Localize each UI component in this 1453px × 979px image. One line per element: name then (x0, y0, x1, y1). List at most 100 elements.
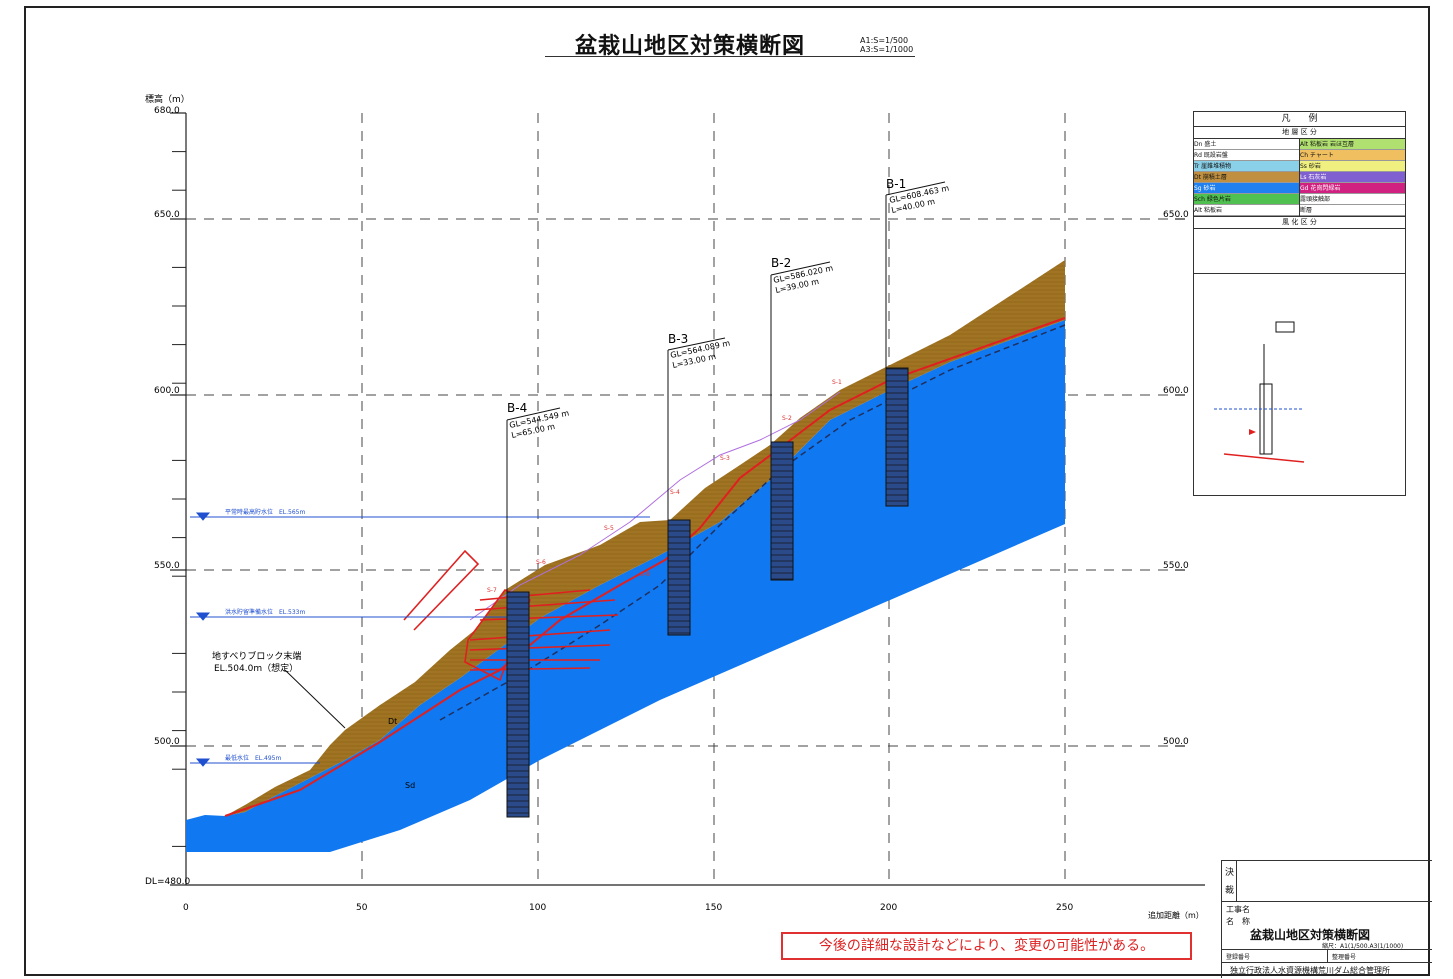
water-marker-565 (195, 512, 211, 521)
anchor-works (403, 549, 619, 682)
anchor-7 (479, 589, 591, 601)
title-block: 決 裁 工事名 名 称 盆栽山地区対策横断図 縮尺：A1(1/500.A3(1/… (1221, 860, 1432, 978)
water-label-565: 平常時最高貯水位 EL.565m (225, 508, 305, 516)
scale-note-a3: A3:S=1/1000 (860, 45, 914, 54)
legend-row-left-0: Dn 盛土 (1194, 139, 1299, 150)
legend-row-left-4: Sg 砂岩 (1194, 183, 1299, 194)
x-axis-label: 追加距離（m） (1148, 910, 1204, 920)
legend-row-left-6: Alt 粘板岩 (1194, 205, 1299, 216)
bedrock-layer (186, 320, 1065, 852)
legend-row-left-1: Rd 既設岩盤 (1194, 150, 1299, 161)
scale-note: A1:S=1/500 A3:S=1/1000 (860, 36, 913, 54)
borehole-name-b2: B-2 (771, 256, 791, 270)
anchor-bracket (403, 549, 480, 631)
anchor-1 (469, 629, 611, 641)
legend-symbol-diagram (1214, 321, 1305, 463)
x-tick-label-150: 150 (705, 903, 722, 913)
legend-row-left-3: Dt 崩積土層 (1194, 172, 1299, 183)
tb-seiri-label: 整理番号 (1332, 954, 1357, 961)
water-marker-495 (195, 758, 211, 767)
tb-tozuban-label: 登録番号 (1226, 954, 1251, 961)
minor-ticks (172, 151, 186, 847)
y-tick-right-label-500: 500.0 (1163, 737, 1189, 747)
slip-label-s7: S-7 (487, 587, 497, 594)
x-tick-label-200: 200 (880, 903, 897, 913)
borehole-name-b3: B-3 (668, 332, 688, 346)
borehole-name-b4: B-4 (507, 401, 527, 415)
tb-ketsu: 決 (1225, 868, 1235, 878)
legend-panel: 凡 例 地 層 区 分 Dn 盛土 Rd 既設岩盤 Tr 崖錐堆積物 Dt 崩積… (1193, 111, 1406, 496)
leader-b1-top (885, 181, 946, 196)
layer-label-dt: Dt (388, 717, 397, 726)
legend-row-right-2: Ss 砂岩 (1300, 161, 1405, 172)
legend-row-right-3: Ls 石灰岩 (1300, 172, 1405, 183)
slip-label-s8: S-8 (640, 571, 650, 578)
y-tick-right-label-550: 550.0 (1163, 561, 1189, 571)
tb-divider-1 (1222, 901, 1432, 902)
borehole-name-b1: B-1 (886, 177, 906, 191)
legend-sample-column (1259, 383, 1273, 455)
x-tick-label-100: 100 (529, 903, 546, 913)
legend-row-left-2: Tr 崖錐堆積物 (1194, 161, 1299, 172)
leader-b3-top (667, 337, 726, 351)
tb-divider-4 (1222, 962, 1432, 963)
y-tick-right-label-650: 650.0 (1163, 210, 1189, 220)
slip-label-s4: S-4 (670, 489, 680, 496)
tb-sai: 裁 (1225, 886, 1235, 896)
legend-weathering-table (1194, 229, 1405, 274)
block-end-label-2: EL.504.0m（想定） (214, 662, 298, 674)
anchor-5 (474, 599, 616, 611)
legend-title: 凡 例 (1194, 112, 1405, 127)
anchor-4 (469, 667, 591, 671)
borehole-b2 (770, 441, 794, 581)
water-marker-533 (195, 612, 211, 621)
anchor-6 (479, 614, 619, 621)
slip-label-s1: S-1 (832, 379, 842, 386)
y-axis-label: 標高（m） (145, 93, 190, 105)
slip-label-s6: S-6 (536, 559, 546, 566)
drawing-title: 盆栽山地区対策横断図 (545, 28, 915, 59)
dashed-contact-line (439, 324, 1066, 721)
legend-section-1: 地 層 区 分 (1194, 127, 1405, 139)
leader-b2-top (770, 261, 831, 276)
block-end-label-1: 地すべりブロック末端 (212, 650, 301, 662)
legend-row-right-0: Alt 粘板岩 岩ほ互層 (1300, 139, 1405, 150)
x-tick-label-0: 0 (183, 903, 189, 913)
legend-sample-box (1275, 321, 1295, 333)
ground-line-purple (469, 391, 841, 621)
block-end-leader (284, 669, 346, 729)
legend-row-right-5: 露頭接触部 (1300, 194, 1405, 205)
borehole-b3 (667, 519, 691, 636)
anchor-2 (469, 644, 611, 651)
x-tick-label-50: 50 (356, 903, 368, 913)
legend-row-right-6: 断層 (1300, 205, 1405, 216)
scale-note-a1: A1:S=1/500 (860, 36, 909, 45)
layer-label-sd: Sd (405, 781, 415, 790)
legend-row-right-4: Gd 花崗閃緑岩 (1300, 183, 1405, 194)
legend-row-right-1: Ch チャート (1300, 150, 1405, 161)
x-tick-label-250: 250 (1056, 903, 1073, 913)
boreholes (506, 367, 909, 818)
y-tick-right-label-600: 600.0 (1163, 386, 1189, 396)
borehole-leaders (506, 181, 946, 592)
change-note: 今後の詳細な設計などにより、変更の可能性がある。 (781, 932, 1192, 960)
y-tick-label-600: 600.0 (154, 386, 180, 396)
sheet-border (24, 6, 1430, 976)
slip-label-s2: S-2 (782, 415, 792, 422)
slip-label-s3: S-3 (720, 455, 730, 462)
water-label-495: 最低水位 EL.495m (225, 754, 281, 762)
y-tick-label-500: 500.0 (154, 737, 180, 747)
leader-b4-top (506, 407, 561, 421)
water-label-533: 洪水貯留準備水位 EL.533m (225, 608, 305, 616)
tb-office: 独立行政法人水資源機構荒川ダム総合管理所 (1230, 966, 1390, 975)
tb-mei-value: 盆栽山地区対策横断図 (1250, 928, 1371, 942)
legend-sample-slip (1223, 453, 1305, 463)
legend-sample-marker (1249, 429, 1256, 435)
water-levels (190, 512, 650, 767)
tb-mei-label: 名 称 (1226, 917, 1250, 926)
tb-divider-3 (1327, 949, 1328, 962)
borehole-b4 (506, 591, 530, 818)
slip-surface-line (224, 317, 1066, 817)
y-tick-label-550: 550.0 (154, 561, 180, 571)
